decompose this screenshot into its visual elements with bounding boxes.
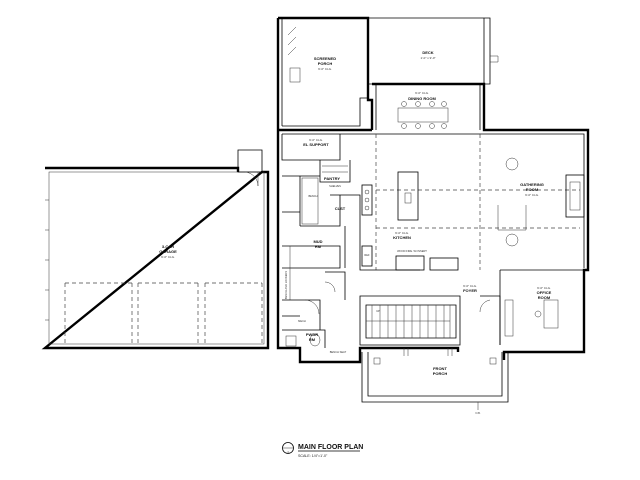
- office: OFFICE ROOM 9'-0" CLG.: [499, 269, 584, 345]
- office-label-line2: ROOM: [538, 295, 551, 300]
- mud-room-label-line1: MUD: [313, 239, 322, 244]
- dining-room-dim: 9'-0" CLG.: [415, 91, 429, 95]
- deck: DECK 1'-0" x 9'-0": [368, 17, 499, 85]
- ref-note: REF: [364, 253, 370, 257]
- gathering-room-dim: 9'-0" CLG.: [525, 193, 539, 197]
- powder-room-label-line1: PWDR: [306, 332, 318, 337]
- dining-room: DINING ROOM 9'-0" CLG.: [366, 82, 486, 130]
- up-dn-note: N.B.: [475, 411, 480, 415]
- gathering-room-label-line1: GATHERING: [520, 182, 544, 187]
- stair-up-note: UP: [376, 309, 380, 313]
- kitchen: KITCHEN 9'-0" CLG. REF WOOD FIRE. W/ INS…: [359, 171, 459, 271]
- closet-label: CLST: [335, 206, 346, 211]
- garage-dim: 9'-0" CLG.: [161, 255, 175, 259]
- mech-note: MECH: [298, 319, 306, 323]
- front-porch-label-line1: FRONT: [433, 366, 447, 371]
- bench-lockers-note: BENCH AND LOCKERS: [284, 271, 288, 300]
- front-porch-label-line2: PORCH: [433, 371, 448, 376]
- oven-note: WOOD FIRE. W/ INSERT: [397, 249, 427, 253]
- kitchen-dim: 9'-0" CLG.: [395, 231, 409, 235]
- foyer-and-stairs: UP FOYER 9'-0" CLG.: [324, 271, 501, 346]
- garage: 3-CAR GARAGE 9'-0" CLG.: [41, 149, 270, 350]
- pantry-label: PANTRY: [324, 176, 340, 181]
- garage-label-line2: GARAGE: [159, 249, 177, 254]
- elsupport-dim: 9'-0" CLG.: [309, 138, 323, 142]
- title-block: 4 MAIN FLOOR PLAN SCALE: 1/4"=1'-0": [282, 442, 363, 458]
- gathering-room-label-line2: ROOM: [526, 187, 539, 192]
- foyer-label: FOYER: [463, 288, 477, 293]
- main-house-walls: [276, 126, 590, 364]
- deck-dim: 1'-0" x 9'-0": [420, 56, 435, 60]
- screened-porch-label-line2: PORCH: [318, 61, 333, 66]
- screened-porch-dim: 9'-0" CLG.: [318, 67, 332, 71]
- drawing-scale: SCALE: 1/4"=1'-0": [298, 454, 328, 458]
- bench-seat-note: BENCH SEAT: [330, 350, 347, 354]
- office-dim: 9'-0" CLG.: [537, 286, 551, 290]
- support-and-pantry: EL SUPPORT 9'-0" CLG. PANTRY SHELVES BEN…: [281, 134, 361, 354]
- shelves-note: SHELVES: [329, 184, 341, 188]
- front-porch: FRONT PORCH N.B.: [361, 348, 509, 415]
- kitchen-label: KITCHEN: [393, 235, 411, 240]
- screened-porch: SCREENED PORCH 9'-0" CLG.: [276, 16, 370, 130]
- drawing-title: MAIN FLOOR PLAN: [298, 444, 363, 451]
- foyer-dim: 9'-0" CLG.: [463, 284, 477, 288]
- dining-room-label: DINING ROOM: [408, 96, 436, 101]
- gathering-room: GATHERING ROOM 9'-0" CLG.: [497, 157, 585, 247]
- drawing-number: 4: [287, 450, 289, 454]
- bench-note: BENCH: [308, 194, 317, 198]
- office-label-line1: OFFICE: [537, 290, 552, 295]
- mud-room-label-line2: RM: [315, 244, 322, 249]
- elsupport-label: EL SUPPORT: [303, 142, 329, 147]
- deck-label: DECK: [422, 50, 433, 55]
- screened-porch-label-line1: SCREENED: [314, 56, 336, 61]
- garage-label-line1: 3-CAR: [162, 244, 174, 249]
- powder-room-label-line2: RM: [309, 337, 316, 342]
